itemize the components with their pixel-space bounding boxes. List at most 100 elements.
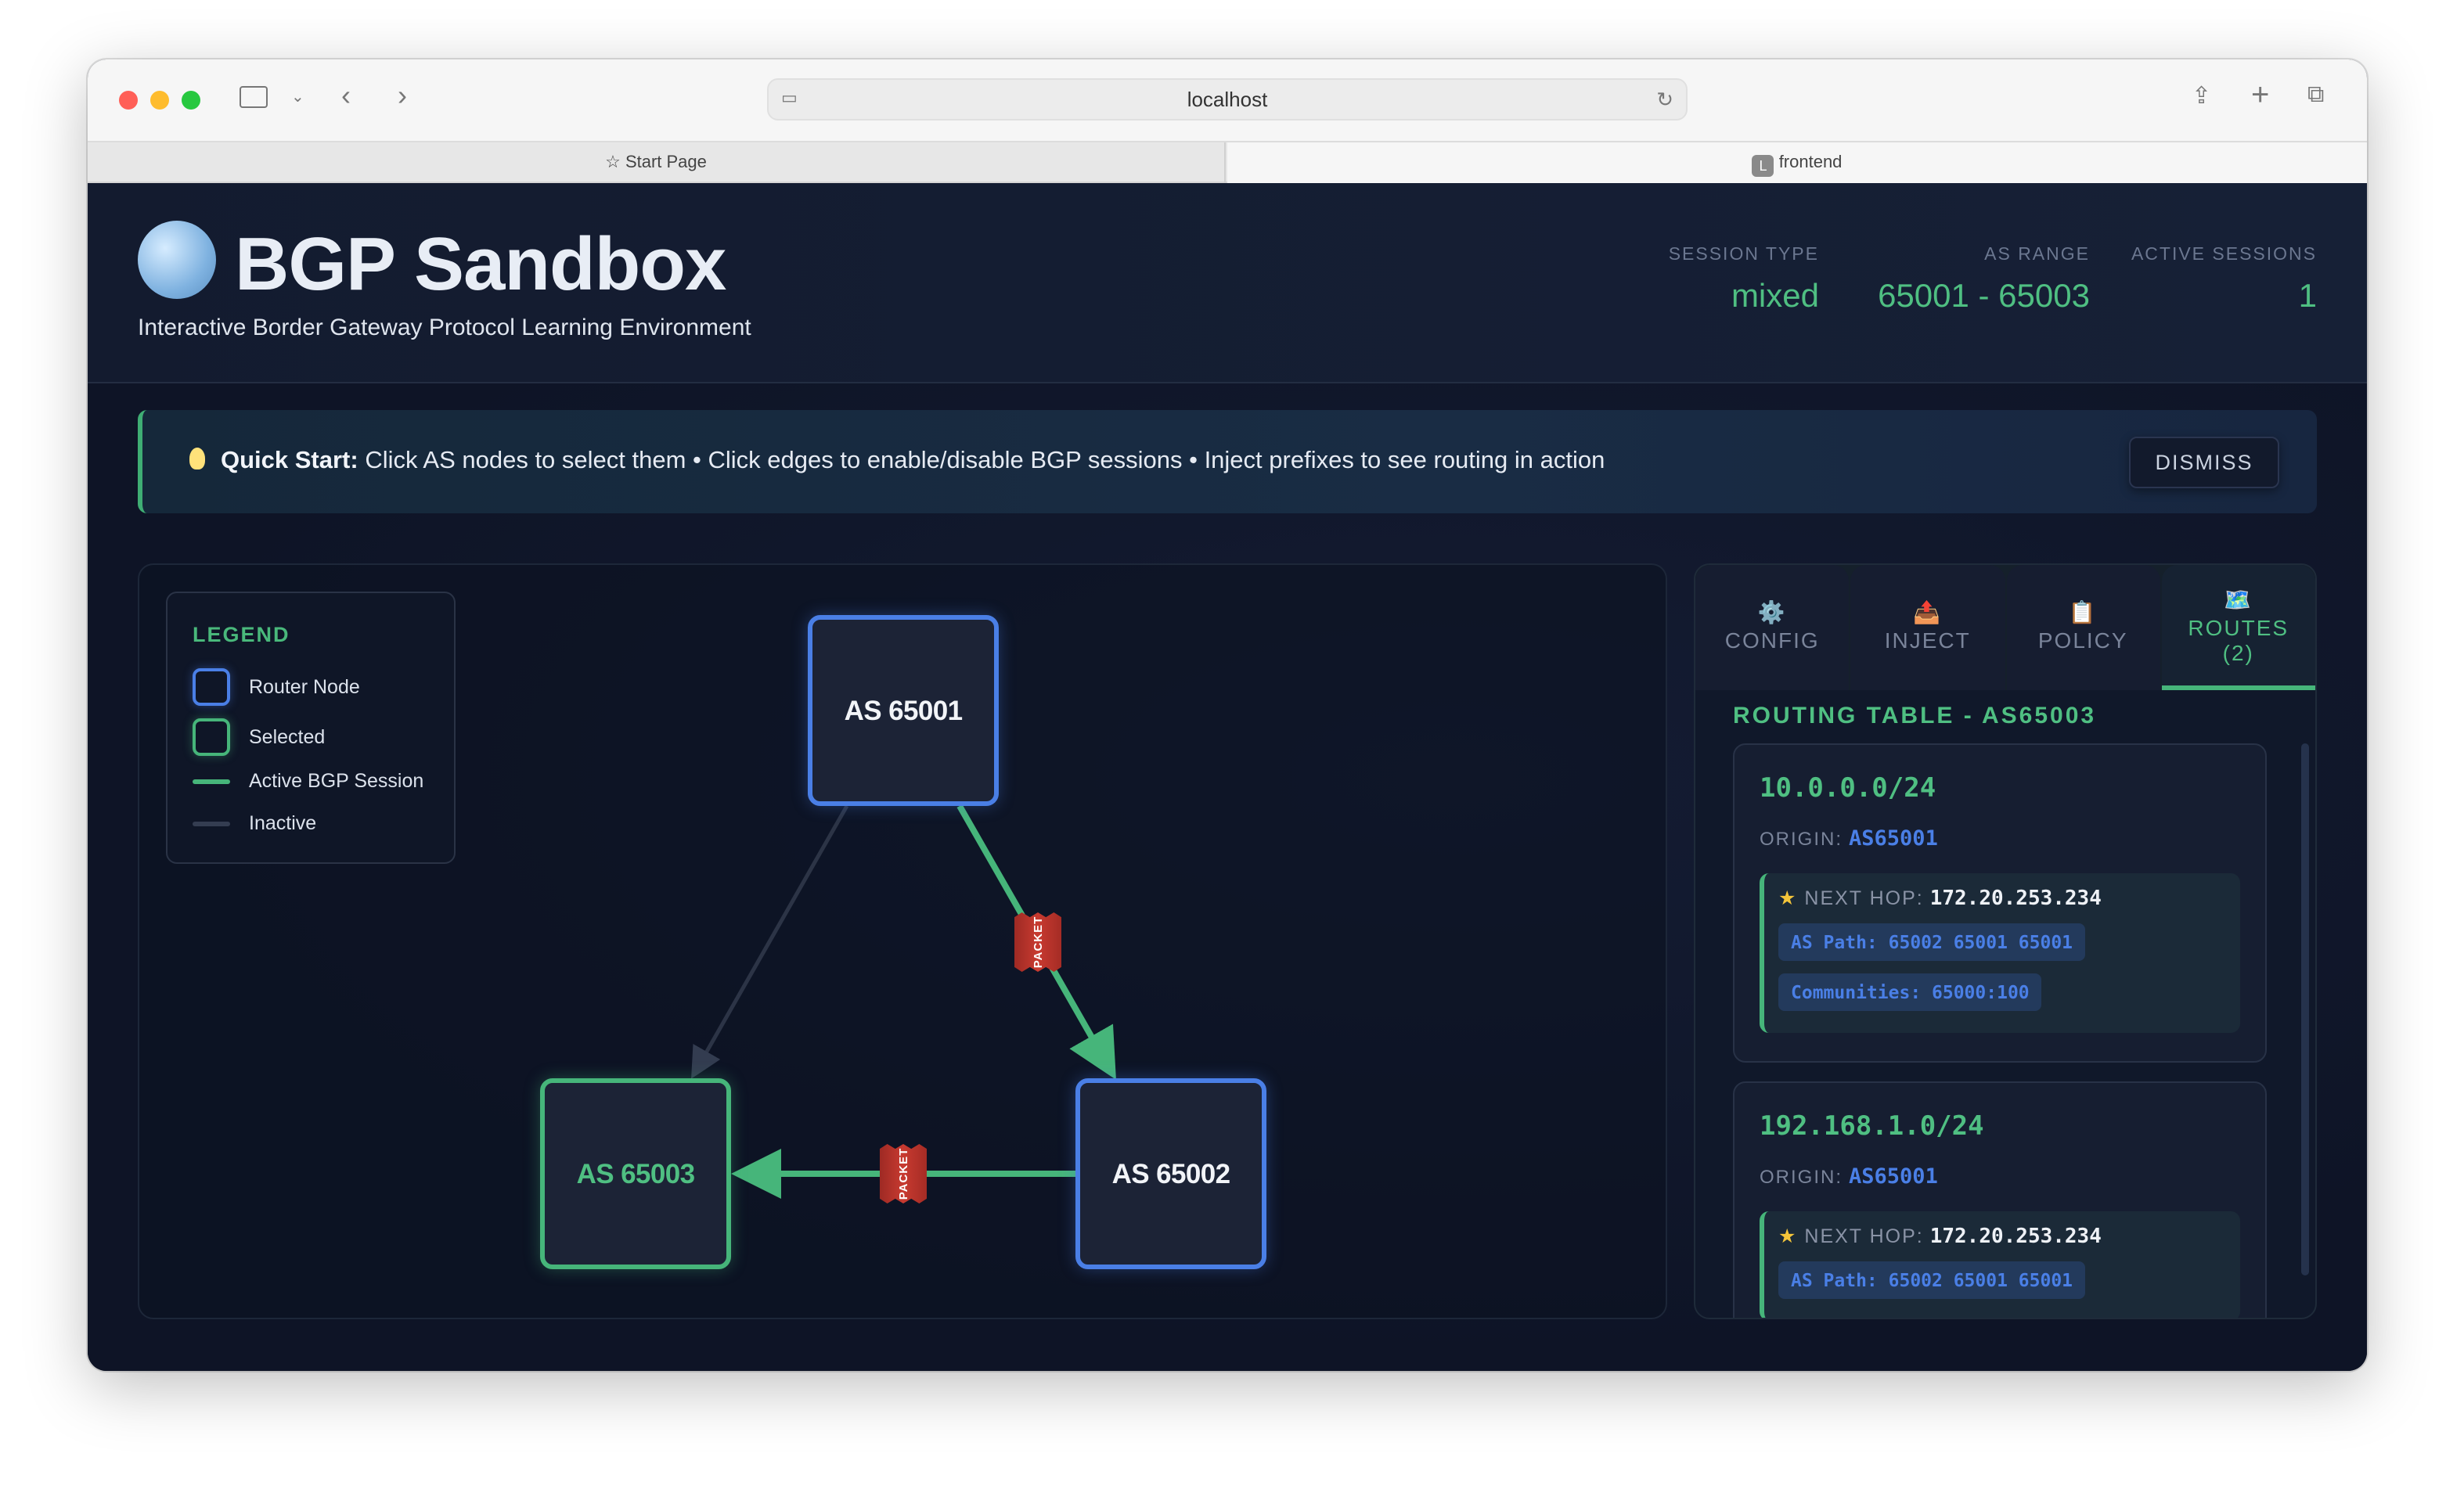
as-path-chip: AS Path: 65002 65001 65001 <box>1778 1261 2085 1299</box>
best-path: ★ NEXT HOP:172.20.253.234 AS Path: 65002… <box>1760 1211 2240 1319</box>
tab-inject[interactable]: 📤 INJECT <box>1851 565 2005 690</box>
route-card[interactable]: 192.168.1.0/24 ORIGIN: AS65001 ★ NEXT HOP… <box>1733 1081 2267 1319</box>
communities-chip: Communities: 65000:100 <box>1778 973 2042 1011</box>
tab-start-page[interactable]: ☆ Start Page <box>88 142 1226 183</box>
route-origin: ORIGIN: AS65001 <box>1760 1164 1938 1189</box>
page-icon: ▭ <box>781 80 798 119</box>
tab-label: POLICY <box>2038 628 2128 653</box>
route-prefix: 10.0.0.0/24 <box>1760 773 1936 804</box>
url-text: localhost <box>1187 88 1268 111</box>
title-text: BGP Sandbox <box>235 224 726 307</box>
origin-label: ORIGIN: <box>1760 1166 1843 1188</box>
legend-label: Inactive <box>249 812 316 834</box>
star-icon: ★ <box>1778 1225 1797 1247</box>
tab-label: INJECT <box>1885 628 1971 653</box>
origin-label: ORIGIN: <box>1760 828 1843 850</box>
address-bar[interactable]: ▭ localhost ↻ <box>767 78 1688 121</box>
side-panel: ⚙️ CONFIG 📤 INJECT 📋 POLICY 🗺️ ROUTES(2) ROU… <box>1694 563 2317 1319</box>
inactive-line-swatch <box>193 822 230 826</box>
packet-icon: PACKET <box>1014 912 1061 972</box>
stat-value: 1 <box>2131 279 2317 316</box>
app-content: BGP Sandbox Interactive Border Gateway P… <box>88 183 2367 1371</box>
stat-value: 65001 - 65003 <box>1878 279 2090 316</box>
selected-swatch <box>193 718 230 756</box>
origin-value: AS65001 <box>1849 1164 1938 1189</box>
tab-routes[interactable]: 🗺️ ROUTES(2) <box>2162 565 2316 690</box>
tab-frontend[interactable]: L frontend <box>1227 142 2367 183</box>
banner-bold: Quick Start: <box>221 448 358 474</box>
stat-value: mixed <box>1669 279 1819 316</box>
tab-label: ROUTES <box>2188 615 2289 640</box>
legend-title: LEGEND <box>193 623 290 646</box>
next-hop-value: 172.20.253.234 <box>1930 887 2102 911</box>
app-header: BGP Sandbox Interactive Border Gateway P… <box>88 183 2367 383</box>
routing-table-title: ROUTING TABLE - AS65003 <box>1733 703 2096 731</box>
route-prefix: 192.168.1.0/24 <box>1760 1111 1984 1142</box>
quick-start-banner: Quick Start: Click AS nodes to select th… <box>138 410 2317 513</box>
clipboard-icon: 📋 <box>2006 599 2160 624</box>
forward-icon[interactable]: › <box>398 80 407 113</box>
star-icon: ★ <box>1778 887 1797 909</box>
stat-as-range: AS RANGE 65001 - 65003 <box>1878 246 2090 316</box>
map-icon: 🗺️ <box>2162 587 2316 612</box>
gear-icon: ⚙️ <box>1695 599 1850 624</box>
node-as65002[interactable]: AS 65002 <box>1075 1078 1266 1269</box>
router-node-swatch <box>193 668 230 706</box>
routes-list[interactable]: 10.0.0.0/24 ORIGIN: AS65001 ★ NEXT HOP: 17… <box>1695 743 2315 1319</box>
packet-icon: PACKET <box>880 1144 927 1203</box>
node-as65003[interactable]: AS 65003 <box>540 1078 731 1269</box>
browser-tabs: ☆ Start Page L frontend <box>88 141 2367 183</box>
legend-label: Selected <box>249 726 325 748</box>
tab-config[interactable]: ⚙️ CONFIG <box>1695 565 1850 690</box>
active-line-swatch <box>193 779 230 784</box>
dismiss-button[interactable]: DISMISS <box>2129 437 2279 488</box>
tab-label: frontend <box>1779 153 1843 172</box>
next-hop-label: NEXT HOP: <box>1804 887 1923 909</box>
chevron-down-icon[interactable]: ⌄ <box>291 89 304 106</box>
browser-toolbar: ⌄ ‹ › ▭ localhost ↻ ⇪ + ⧉ <box>88 59 2367 141</box>
stat-session-type: SESSION TYPE mixed <box>1669 246 1819 316</box>
lightbulb-icon <box>189 448 205 469</box>
route-origin: ORIGIN: AS65001 <box>1760 826 1938 851</box>
legend-label: Router Node <box>249 676 360 698</box>
new-tab-icon[interactable]: + <box>2251 78 2269 114</box>
stat-label: AS RANGE <box>1878 246 2090 264</box>
stat-label: ACTIVE SESSIONS <box>2131 246 2317 264</box>
stat-active-sessions: ACTIVE SESSIONS 1 <box>2131 246 2317 316</box>
browser-window: ⌄ ‹ › ▭ localhost ↻ ⇪ + ⧉ ☆ Start Page L… <box>88 59 2367 1371</box>
share-icon[interactable]: ⇪ <box>2192 81 2211 110</box>
star-icon: ☆ <box>605 153 621 172</box>
topology-canvas[interactable]: LEGEND Router Node Selected Active BGP S… <box>138 563 1667 1319</box>
zoom-window-button[interactable] <box>182 91 200 110</box>
packet-label: PACKET <box>1031 916 1045 969</box>
tab-count: (2) <box>2223 640 2254 665</box>
favicon-icon: L <box>1753 155 1774 177</box>
packet-label: PACKET <box>896 1148 910 1200</box>
tab-label: Start Page <box>625 153 707 172</box>
banner-text: Click AS nodes to select them • Click ed… <box>358 448 1605 474</box>
reload-icon[interactable]: ↻ <box>1656 80 1673 119</box>
page-subtitle: Interactive Border Gateway Protocol Lear… <box>138 315 751 341</box>
stat-label: SESSION TYPE <box>1669 246 1819 264</box>
route-card[interactable]: 10.0.0.0/24 ORIGIN: AS65001 ★ NEXT HOP: 17… <box>1733 743 2267 1063</box>
globe-icon <box>138 221 216 299</box>
tab-policy[interactable]: 📋 POLICY <box>2006 565 2160 690</box>
best-path: ★ NEXT HOP: 172.20.253.234 AS Path: 65002… <box>1760 873 2240 1033</box>
origin-value: AS65001 <box>1849 826 1938 851</box>
tab-overview-icon[interactable]: ⧉ <box>2307 81 2324 108</box>
page-title: BGP Sandbox <box>138 221 726 308</box>
close-window-button[interactable] <box>119 91 138 110</box>
panel-tabs: ⚙️ CONFIG 📤 INJECT 📋 POLICY 🗺️ ROUTES(2) <box>1695 565 2315 690</box>
minimize-window-button[interactable] <box>150 91 169 110</box>
legend-label: Active BGP Session <box>249 770 423 792</box>
back-icon[interactable]: ‹ <box>341 80 351 113</box>
edge-65001-65003[interactable] <box>695 806 847 1072</box>
outbox-icon: 📤 <box>1851 599 2005 624</box>
node-as65001[interactable]: AS 65001 <box>808 615 999 806</box>
sidebar-toggle-icon[interactable] <box>240 86 268 108</box>
next-hop-value: 172.20.253.234 <box>1930 1225 2102 1249</box>
legend: LEGEND Router Node Selected Active BGP S… <box>166 592 456 864</box>
scrollbar[interactable] <box>2301 743 2309 1275</box>
as-path-chip: AS Path: 65002 65001 65001 <box>1778 923 2085 961</box>
tab-label: CONFIG <box>1725 628 1820 653</box>
